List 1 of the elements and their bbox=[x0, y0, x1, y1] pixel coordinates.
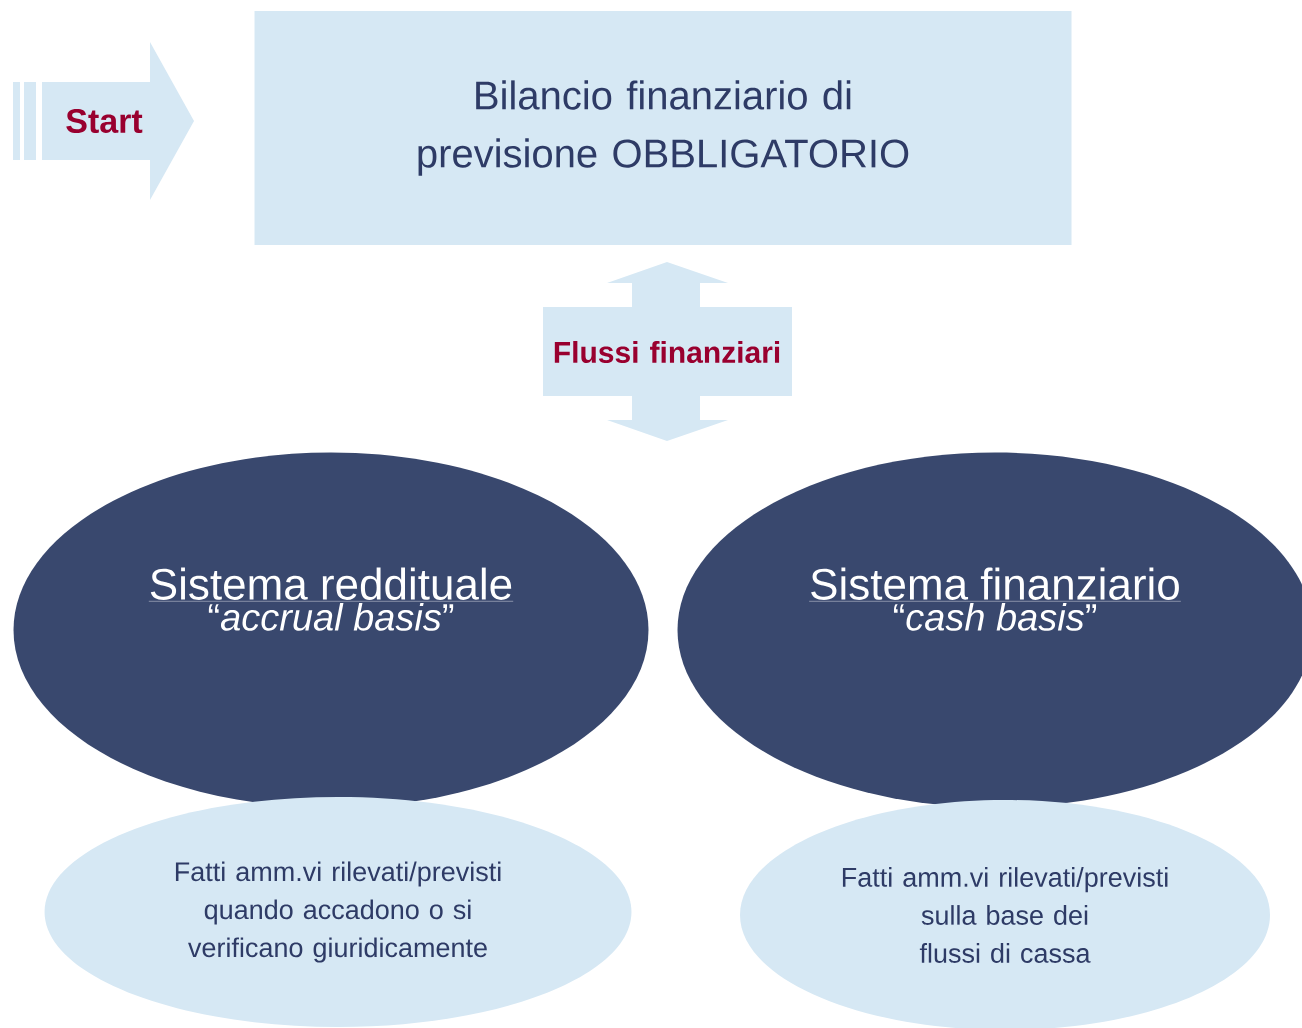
title-box: Bilancio finanziario di previsione OBBLIGATORIO bbox=[254, 11, 1072, 245]
